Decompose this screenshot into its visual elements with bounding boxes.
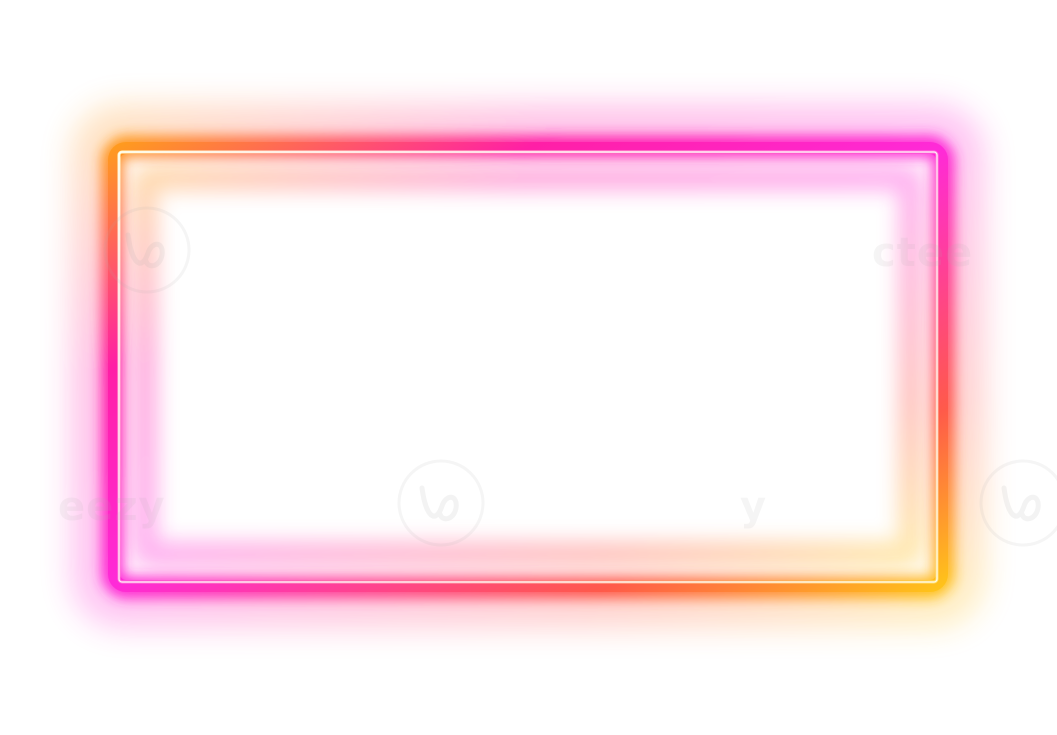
inner-glow [132,165,924,567]
neon-tube-core [108,142,948,592]
outer-glow [72,105,984,627]
neon-tube [101,135,955,599]
neon-inner-line [117,150,939,584]
neon-inner-highlight [118,151,938,583]
